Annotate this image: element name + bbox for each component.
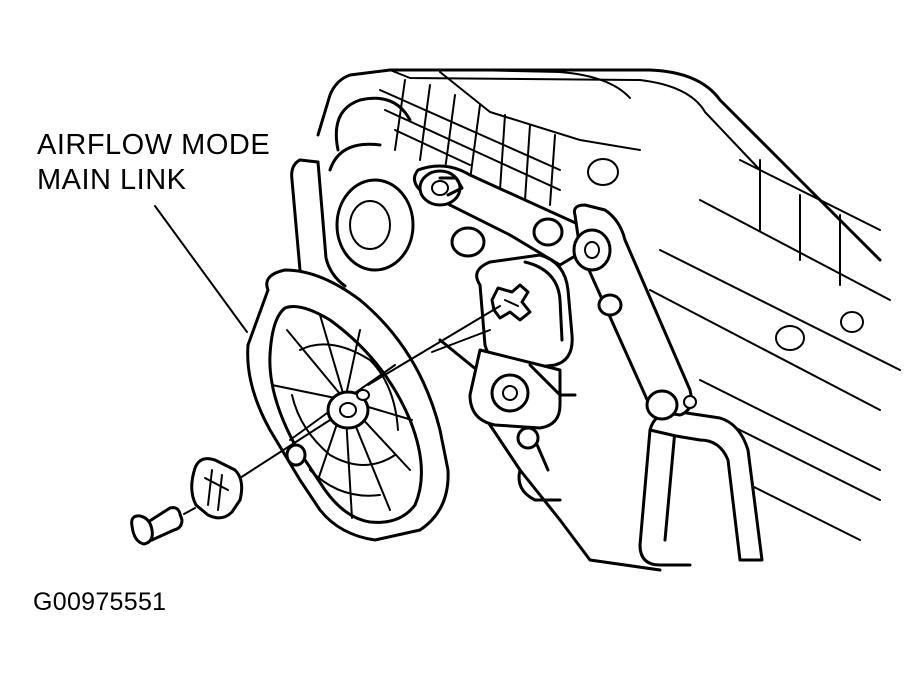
callout-line-2: MAIN LINK bbox=[37, 164, 187, 196]
callout-line-1: AIRFLOW MODE bbox=[37, 129, 271, 161]
callout-label: AIRFLOW MODE MAIN LINK bbox=[37, 128, 270, 198]
heater-unit-housing bbox=[290, 68, 901, 572]
figure-id: G00975551 bbox=[33, 588, 167, 616]
screw bbox=[130, 506, 184, 546]
airflow-mode-main-link bbox=[246, 268, 450, 542]
bushing bbox=[190, 457, 244, 520]
assembly-lines bbox=[154, 205, 501, 515]
link-lever-mechanism bbox=[413, 164, 697, 450]
